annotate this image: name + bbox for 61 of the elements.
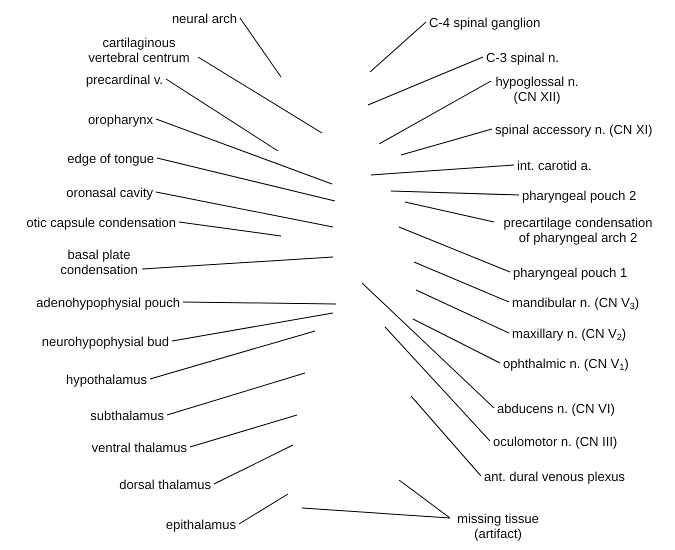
leader-line	[412, 318, 500, 364]
leader-line	[368, 56, 484, 106]
leader-line	[198, 56, 322, 134]
structure-label: precardinal v.	[82, 72, 166, 86]
structure-label: neurohypophysial bud	[38, 334, 172, 348]
structure-label: oropharynx	[84, 112, 156, 126]
leader-line	[390, 190, 520, 196]
structure-label: pharyngeal pouch 1	[510, 264, 630, 280]
structure-label: C-3 spinal n.	[483, 50, 562, 64]
structure-label: pharyngeal pouch 2	[519, 188, 640, 202]
leader-line	[178, 222, 282, 236]
structure-label: otic capsule condensation	[23, 214, 179, 230]
leader-line	[404, 202, 494, 222]
structure-label: spinal accessory n. (CN XI)	[492, 122, 656, 136]
structure-label: subthalamus	[87, 408, 167, 422]
structure-label: ventral thalamus	[88, 440, 190, 454]
leader-line	[410, 396, 482, 476]
leader-line	[182, 302, 336, 304]
structure-label: int. carotid a.	[514, 158, 594, 172]
leader-line	[166, 78, 278, 152]
structure-label: neural arch	[168, 10, 240, 26]
leader-line	[416, 290, 510, 334]
leader-line	[190, 414, 298, 448]
leader-line	[238, 494, 288, 524]
leader-line	[156, 192, 334, 228]
structure-label: basal plate condensation	[56, 246, 142, 276]
leader-line	[240, 18, 282, 78]
leader-line	[400, 128, 492, 156]
structure-label: edge of tongue	[64, 150, 157, 166]
leader-line	[398, 480, 450, 518]
leader-line	[398, 226, 510, 272]
structure-label: mandibular n. (CN V$_{3}$)	[509, 294, 642, 310]
structure-label: hypothalamus	[63, 372, 150, 386]
structure-label: hypoglossal n. (CN XII)	[491, 74, 583, 104]
leader-line	[156, 118, 332, 184]
structure-label: C-4 spinal ganglion	[426, 14, 544, 30]
structure-label: cartilaginous vertebral centrum	[80, 34, 198, 64]
leader-line	[150, 330, 316, 380]
leader-line	[172, 312, 334, 342]
structure-label: missing tissue (artifact)	[450, 510, 546, 540]
structure-label: precartilage condensation of pharyngeal arch 2	[494, 214, 662, 244]
leader-line	[384, 326, 490, 442]
leader-line	[142, 256, 334, 270]
leader-line	[362, 282, 494, 408]
structure-label: oronasal cavity	[63, 184, 156, 200]
structure-label: oculomotor n. (CN III)	[490, 434, 620, 448]
structure-label: epithalamus	[162, 516, 239, 532]
structure-label: ophthalmic n. (CN V$_{1}$)	[500, 356, 632, 370]
structure-label: maxillary n. (CN V$_{2}$)	[509, 326, 630, 340]
leader-line	[370, 22, 426, 72]
leader-line	[214, 444, 294, 484]
leader-line	[156, 158, 336, 202]
structure-label: adenohypophysial pouch	[33, 294, 183, 310]
leader-line	[370, 164, 514, 176]
leader-line	[302, 508, 450, 518]
leader-line	[378, 80, 492, 144]
structure-label: ant. dural venous plexus	[481, 468, 628, 484]
structure-label: abducens n. (CN VI)	[494, 400, 618, 416]
leader-line	[166, 372, 306, 416]
structure-label: dorsal thalamus	[116, 476, 214, 492]
leader-line	[414, 262, 510, 302]
